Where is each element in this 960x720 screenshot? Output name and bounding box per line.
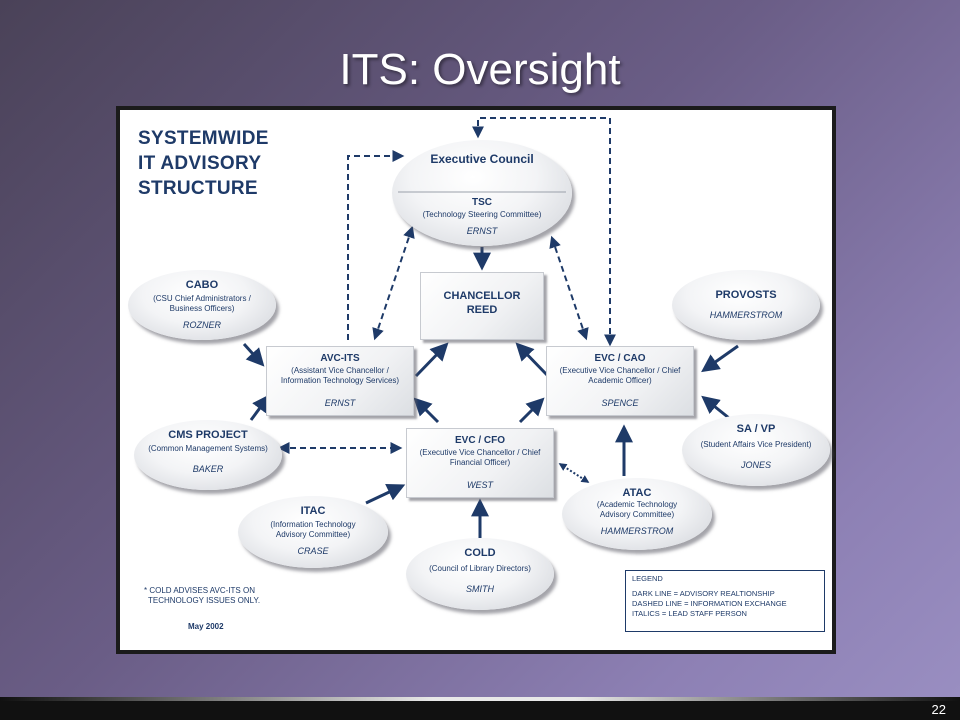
line-itac-to-evccfo xyxy=(365,484,406,505)
slide-title: ITS: Oversight xyxy=(339,45,621,94)
node-staff: CRASE xyxy=(297,546,329,556)
node-title: SA / VP xyxy=(736,423,776,435)
node-provosts: PROVOSTS HAMMERSTROM xyxy=(672,270,820,340)
node-staff: ROZNER xyxy=(183,320,221,330)
node-staff: HAMMERSTROM xyxy=(600,526,674,536)
node-description: (Academic Technology Advisory Committee) xyxy=(596,500,678,519)
node-staff: HAMMERSTROM xyxy=(709,310,783,320)
node-subtitle: TSC xyxy=(472,197,492,208)
node-description: (Assistant Vice Chancellor / Information… xyxy=(280,366,400,385)
legend-item: ITALICS = LEAD STAFF PERSON xyxy=(632,609,747,618)
line-evccao-to-chancellor xyxy=(515,342,550,378)
line-cabo-to-avcits xyxy=(242,342,265,367)
node-staff: ERNST xyxy=(466,226,498,236)
node-cabo: CABO (CSU Chief Administrators / Busines… xyxy=(128,270,276,340)
node-sa-vp: SA / VP (Student Affairs Vice President)… xyxy=(682,414,830,486)
line-evccfo-to-avcits xyxy=(413,397,440,424)
footnote: * COLD ADVISES AVC-ITS ON TECHNOLOGY ISS… xyxy=(144,586,261,605)
node-description: (Common Management Systems) xyxy=(148,444,268,453)
diagram-panel: SYSTEMWIDE IT ADVISORY STRUCTURE Executi… xyxy=(120,110,832,650)
node-chancellor: CHANCELLOR REED xyxy=(420,272,544,340)
node-executive-council: Executive Council TSC (Technology Steeri… xyxy=(392,140,572,246)
node-cold: COLD (Council of Library Directors) SMIT… xyxy=(406,538,554,610)
node-evc-cao: EVC / CAO (Executive Vice Chancellor / C… xyxy=(546,346,694,416)
dash-council-to-evccao xyxy=(472,117,616,347)
node-description: (CSU Chief Administrators / Business Off… xyxy=(153,294,251,313)
dash-evccao-council-diag xyxy=(549,235,589,341)
node-title: EVC / CFO xyxy=(454,435,505,446)
node-title: CABO xyxy=(185,279,219,291)
node-description: (Executive Vice Chancellor / Chief Acade… xyxy=(559,366,681,385)
node-description: (Information Technology Advisory Committ… xyxy=(270,520,356,539)
node-cms-project: CMS PROJECT (Common Management Systems) … xyxy=(134,420,282,490)
node-staff: BAKER xyxy=(192,464,224,474)
node-avc-its: AVC-ITS (Assistant Vice Chancellor / Inf… xyxy=(266,346,414,416)
node-title: AVC-ITS xyxy=(320,353,360,364)
node-staff: WEST xyxy=(467,480,493,490)
node-title: ITAC xyxy=(300,505,326,517)
node-description: (Council of Library Directors) xyxy=(429,564,531,573)
node-title: EVC / CAO xyxy=(594,353,646,364)
legend-item: DARK LINE = ADVISORY REALTIONSHIP xyxy=(632,589,775,598)
legend-item: DASHED LINE = INFORMATION EXCHANGE xyxy=(632,599,787,608)
node-title: CHANCELLOR REED xyxy=(443,290,521,316)
node-staff: SPENCE xyxy=(601,398,639,408)
node-itac: ITAC (Information Technology Advisory Co… xyxy=(238,496,388,568)
legend-title: LEGEND xyxy=(632,574,663,583)
node-staff: SMITH xyxy=(466,584,494,594)
line-cms-to-avcits xyxy=(249,394,271,421)
node-staff: ERNST xyxy=(324,398,356,408)
line-evccfo-to-evccao xyxy=(518,397,545,424)
node-title: ATAC xyxy=(622,487,652,499)
node-atac: ATAC (Academic Technology Advisory Commi… xyxy=(562,478,712,550)
bottom-bar: 22 xyxy=(0,697,960,720)
dash-evccfo-atac xyxy=(558,463,590,483)
diagram-connectors xyxy=(242,117,739,538)
diagram-heading: SYSTEMWIDE IT ADVISORY STRUCTURE xyxy=(138,128,269,199)
node-description: (Technology Steering Committee) xyxy=(422,210,542,219)
node-title: COLD xyxy=(464,547,496,559)
page-number: 22 xyxy=(931,702,946,717)
line-provosts-to-evccao xyxy=(701,344,739,373)
node-title: CMS PROJECT xyxy=(168,429,248,441)
node-description: (Student Affairs Vice President) xyxy=(700,440,812,449)
node-evc-cfo: EVC / CFO (Executive Vice Chancellor / C… xyxy=(406,428,554,498)
node-title: PROVOSTS xyxy=(715,289,777,301)
diagram-frame: SYSTEMWIDE IT ADVISORY STRUCTURE Executi… xyxy=(116,106,836,654)
node-title: Executive Council xyxy=(430,152,534,166)
node-staff: JONES xyxy=(740,460,771,470)
line-avcits-to-chancellor xyxy=(414,342,449,378)
dash-avcits-to-council xyxy=(347,150,405,340)
node-description: (Executive Vice Chancellor / Chief Finan… xyxy=(419,448,541,467)
legend: LEGEND DARK LINE = ADVISORY REALTIONSHIP… xyxy=(625,570,825,632)
date-label: May 2002 xyxy=(188,622,224,631)
